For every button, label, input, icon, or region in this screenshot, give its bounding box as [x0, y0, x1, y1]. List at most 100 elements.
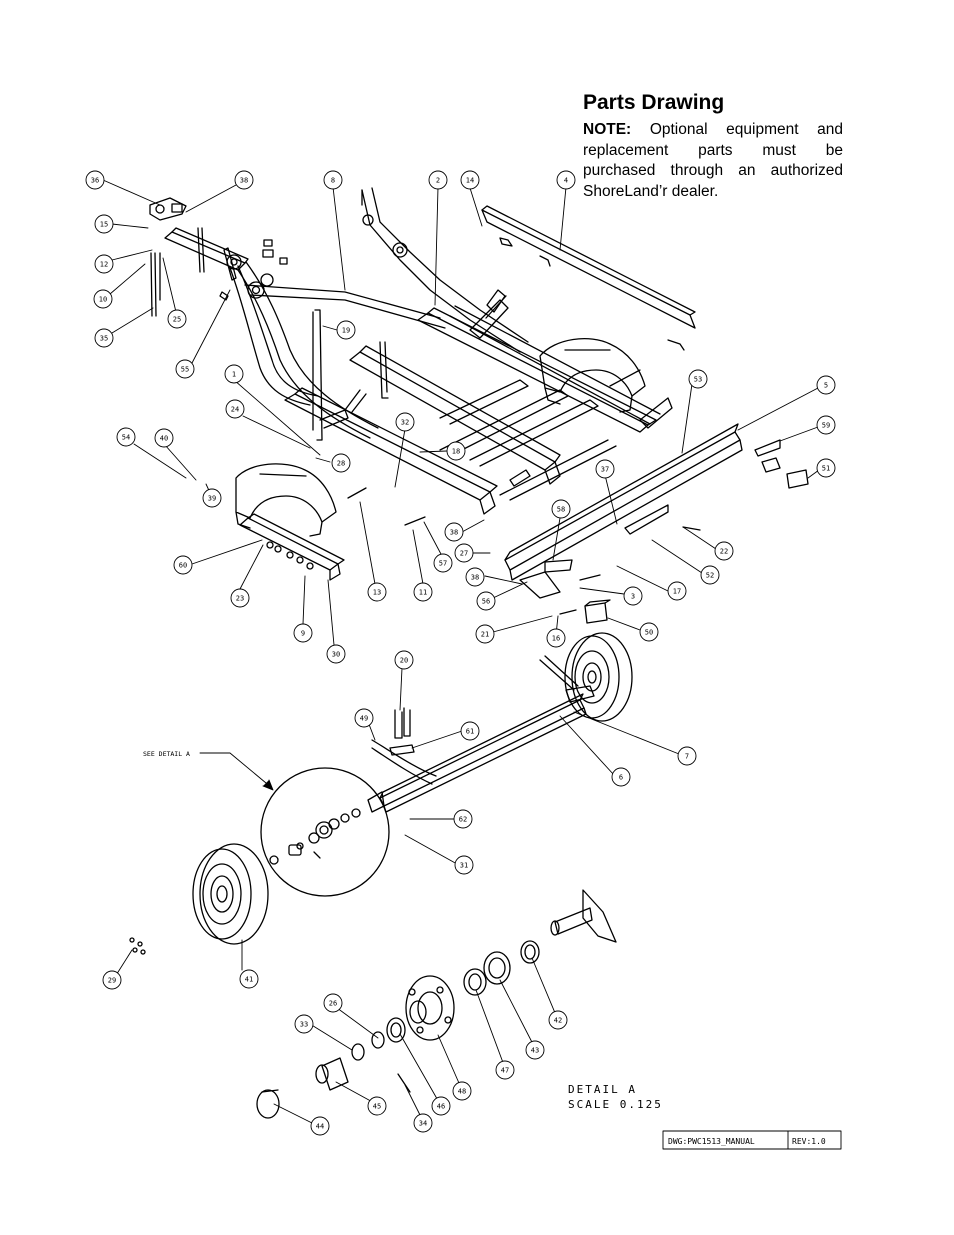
svg-text:48: 48	[458, 1088, 466, 1096]
svg-text:3: 3	[631, 593, 635, 601]
balloon-2: 2	[428, 170, 448, 190]
balloon-27: 27	[454, 543, 474, 563]
u-bolts	[389, 707, 415, 756]
balloon-39: 39	[202, 488, 222, 508]
balloon-10: 10	[93, 289, 113, 309]
balloon-46: 46	[431, 1096, 451, 1116]
balloon-40: 40	[154, 428, 174, 448]
balloon-15: 15	[94, 214, 114, 234]
svg-text:43: 43	[531, 1047, 539, 1055]
balloon-48: 48	[452, 1081, 472, 1101]
balloon-47: 47	[495, 1060, 515, 1080]
svg-text:21: 21	[481, 631, 489, 639]
svg-text:38: 38	[240, 177, 248, 185]
balloon-8: 8	[323, 170, 343, 190]
hardware-small	[312, 309, 701, 615]
hub-exploded	[256, 889, 617, 1119]
balloon-17: 17	[667, 581, 687, 601]
balloon-1: 1	[224, 364, 244, 384]
wheel-front	[192, 843, 269, 945]
svg-text:24: 24	[231, 406, 239, 414]
balloon-61: 61	[460, 721, 480, 741]
svg-text:11: 11	[419, 589, 427, 597]
drawing-captions: SEE DETAIL A DETAIL A SCALE 0.125 DWG:PW…	[143, 750, 826, 1146]
svg-text:41: 41	[245, 976, 253, 984]
balloon-3: 3	[623, 586, 643, 606]
frame-tongue	[164, 227, 446, 439]
balloon-55: 55	[175, 359, 195, 379]
balloon-58: 58	[551, 499, 571, 519]
fender-mount	[239, 513, 345, 581]
svg-text:17: 17	[673, 588, 681, 596]
balloon-34: 34	[413, 1113, 433, 1133]
part-balloons: 36 38 15 12 10 35 25 55 8 19 2 14 4 1 24…	[85, 170, 836, 1136]
svg-text:22: 22	[720, 548, 728, 556]
see-detail-arrow	[199, 752, 274, 791]
balloon-43: 43	[525, 1040, 545, 1060]
crossbar-top	[481, 205, 696, 351]
detail-a-label: DETAIL A	[568, 1083, 637, 1096]
balloon-52: 52	[700, 565, 720, 585]
balloon-33: 33	[294, 1014, 314, 1034]
balloon-42: 42	[548, 1010, 568, 1030]
wheel-rear	[564, 632, 633, 722]
svg-text:45: 45	[373, 1103, 381, 1111]
balloon-54: 54	[116, 427, 136, 447]
svg-text:29: 29	[108, 977, 116, 985]
header-block: Parts Drawing NOTE: Optional equipment a…	[583, 90, 843, 202]
svg-text:61: 61	[466, 728, 474, 736]
svg-text:13: 13	[373, 589, 381, 597]
balloon-38-c: 38	[465, 567, 485, 587]
balloon-36: 36	[85, 170, 105, 190]
svg-text:27: 27	[460, 550, 468, 558]
balloon-30: 30	[326, 644, 346, 664]
dwg-number: DWG:PWC1513_MANUAL	[668, 1137, 755, 1146]
svg-text:10: 10	[99, 296, 107, 304]
svg-text:31: 31	[460, 862, 468, 870]
svg-text:18: 18	[452, 448, 460, 456]
svg-text:38: 38	[450, 529, 458, 537]
svg-text:12: 12	[100, 261, 108, 269]
balloon-35: 35	[94, 328, 114, 348]
svg-text:32: 32	[401, 419, 409, 427]
title-block-frame	[662, 1130, 842, 1150]
balloon-20: 20	[394, 650, 414, 670]
balloon-32: 32	[395, 412, 415, 432]
balloon-29: 29	[102, 970, 122, 990]
svg-text:30: 30	[332, 651, 340, 659]
balloon-57: 57	[433, 553, 453, 573]
rear-crossbar	[504, 423, 743, 581]
svg-text:14: 14	[466, 177, 474, 185]
svg-text:47: 47	[501, 1067, 509, 1075]
svg-text:53: 53	[694, 376, 702, 384]
balloon-4: 4	[556, 170, 576, 190]
bunker-fins	[486, 289, 673, 487]
balloon-23: 23	[230, 588, 250, 608]
winch-stand	[219, 239, 288, 301]
svg-text:50: 50	[645, 629, 653, 637]
svg-text:23: 23	[236, 595, 244, 603]
balloon-38-a: 38	[234, 170, 254, 190]
balloon-6: 6	[611, 767, 631, 787]
svg-text:19: 19	[342, 327, 350, 335]
balloon-44: 44	[310, 1116, 330, 1136]
balloon-41: 41	[239, 969, 259, 989]
lug-nuts	[129, 937, 146, 955]
svg-text:60: 60	[179, 562, 187, 570]
svg-text:56: 56	[482, 598, 490, 606]
balloon-22: 22	[714, 541, 734, 561]
svg-text:16: 16	[552, 635, 560, 643]
balloon-25: 25	[167, 309, 187, 329]
balloon-53: 53	[688, 369, 708, 389]
svg-text:36: 36	[91, 177, 99, 185]
fender-left	[235, 463, 337, 537]
balloon-51: 51	[816, 458, 836, 478]
detail-scale-label: SCALE 0.125	[568, 1098, 663, 1111]
svg-text:25: 25	[173, 316, 181, 324]
svg-text:59: 59	[822, 422, 830, 430]
svg-text:55: 55	[181, 366, 189, 374]
svg-text:6: 6	[619, 774, 623, 782]
balloon-24: 24	[225, 399, 245, 419]
balloon-19: 19	[336, 320, 356, 340]
